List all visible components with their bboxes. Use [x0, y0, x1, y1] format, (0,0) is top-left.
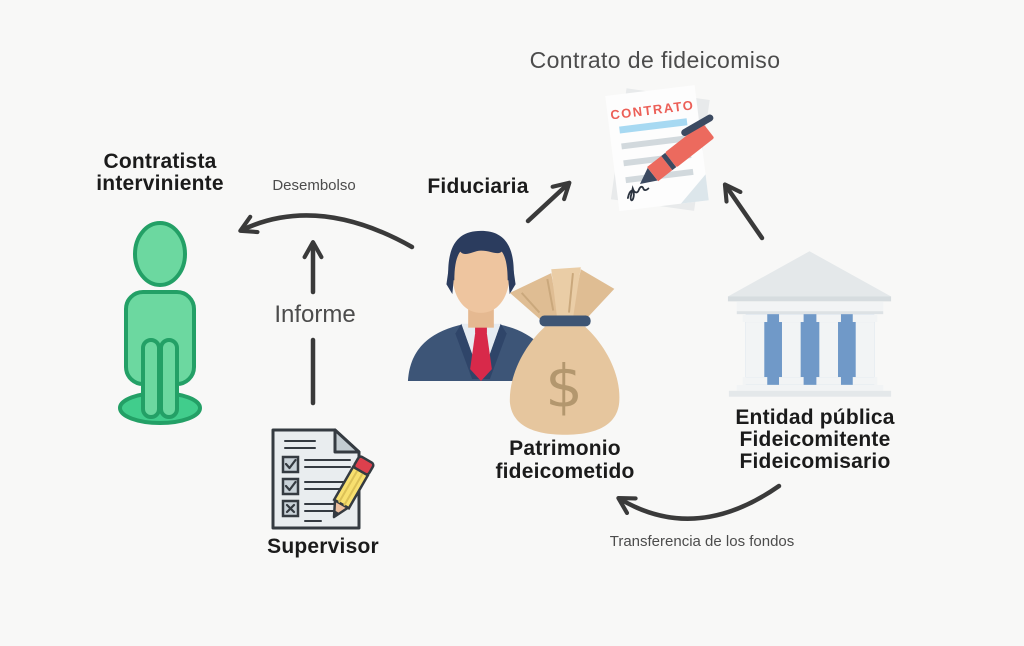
contract-folded-corner: [680, 174, 709, 204]
businessman-icon: [407, 230, 555, 381]
label-patrimonio: Patrimonio fideicometido: [465, 437, 665, 483]
label-entidad-line3: Fideicomisario: [739, 450, 891, 473]
label-supervisor: Supervisor: [267, 535, 379, 558]
dollar-sign: $: [545, 352, 583, 421]
pen-icon: [640, 114, 714, 184]
label-fiduciaria: Fiduciaria: [427, 175, 529, 198]
label-transferencia: Transferencia de los fondos: [609, 533, 795, 550]
arrow-desembolso: [238, 213, 415, 250]
checklist-icon: [271, 428, 375, 530]
arrow-fiduciaria-to-contract: [525, 180, 572, 224]
label-contratista-line1: Contratista: [103, 150, 217, 173]
signature-squiggle: [626, 185, 650, 202]
label-informe: Informe: [274, 301, 356, 328]
label-patrimonio-line1: Patrimonio: [509, 437, 621, 460]
contract-document-icon: CONTRATO: [605, 85, 714, 212]
pencil-icon: [332, 455, 375, 519]
diagram-title: Contrato de fideicomiso: [529, 47, 781, 73]
label-contratista-line2: interviniente: [96, 172, 224, 195]
label-desembolso: Desembolso: [272, 177, 356, 194]
bank-building-icon: [727, 251, 892, 397]
label-entidad-line1: Entidad pública: [735, 406, 895, 429]
arrow-transferencia: [616, 483, 782, 521]
label-contratista: Contratista interviniente: [60, 151, 260, 195]
arrow-entidad-to-contract: [722, 182, 765, 241]
label-entidad-line2: Fideicomitente: [739, 428, 891, 451]
money-bag-icon: $: [509, 267, 620, 435]
label-entidad: Entidad pública Fideicomitente Fideicomi…: [710, 407, 920, 473]
label-patrimonio-line2: fideicometido: [495, 460, 635, 483]
contractor-person-icon: [118, 221, 202, 425]
